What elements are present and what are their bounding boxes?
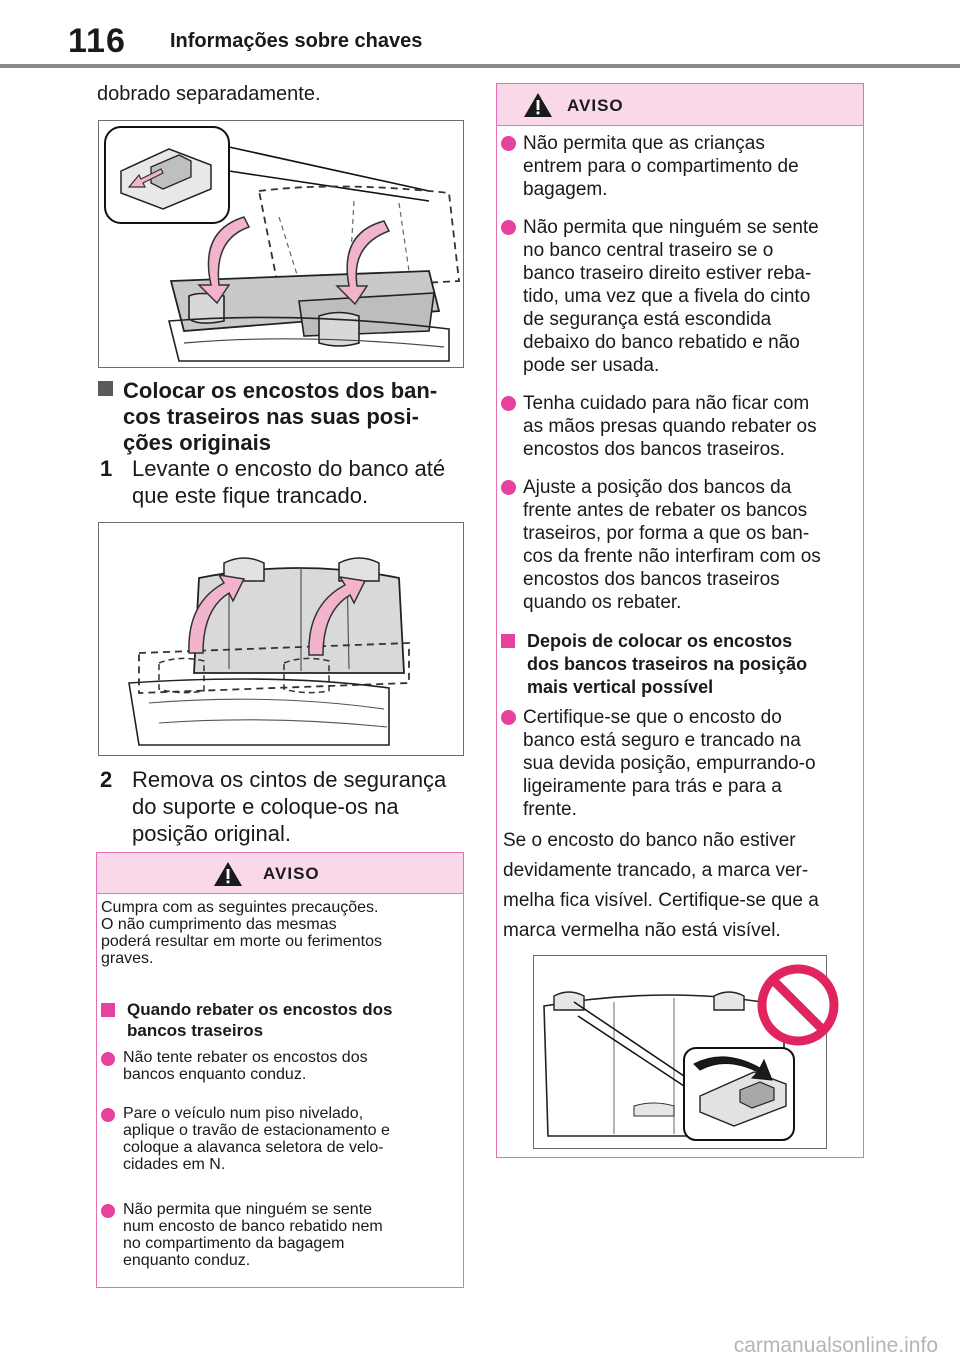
warning-subheading: Depois de colocar os encostos dos bancos…: [501, 630, 853, 700]
section-heading: Colocar os encostos dos ban- cos traseir…: [98, 378, 468, 456]
prohibition-icon: [757, 964, 839, 1046]
bullet-dot-icon: [501, 480, 516, 495]
page-title: Informações sobre chaves: [170, 30, 423, 52]
warning-bullet: Não permita que ninguém se sente no banc…: [501, 216, 853, 378]
bullet-dot-icon: [101, 1108, 115, 1122]
bullet-dot-icon: [101, 1204, 115, 1218]
warning-label: AVISO: [263, 864, 320, 883]
warning-bullet: Tenha cuidado para não ficar com as mãos…: [501, 392, 853, 462]
warning-header: AVISO: [97, 853, 463, 894]
warning-bullet: Não permita que as crianças entrem para …: [501, 132, 853, 202]
bullet-dot-icon: [501, 396, 516, 411]
section-square-icon: [98, 381, 113, 396]
warning-box-right: AVISO Não permita que as crianças entrem…: [496, 83, 864, 1158]
warning-bullet: Não permita que ninguém se sente num enc…: [101, 1201, 451, 1271]
intro-text: dobrado separadamente.: [97, 83, 321, 105]
bullet-dot-icon: [501, 136, 516, 151]
pink-square-icon: [101, 1003, 115, 1017]
warning-intro: Cumpra com as seguintes precauções. O nã…: [101, 899, 383, 967]
step-number: 2: [100, 767, 113, 792]
warning-triangle-icon: [524, 93, 552, 117]
warning-bullet: Certifique-se que o encosto do banco est…: [501, 706, 853, 822]
warning-subheading: Quando rebater os encostos dos bancos tr…: [101, 999, 451, 1043]
watermark: carmanualsonline.info: [733, 1334, 938, 1357]
bullet-dot-icon: [501, 220, 516, 235]
pink-square-icon: [501, 634, 515, 648]
warning-box-left: AVISO Cumpra com as seguintes precauções…: [96, 852, 464, 1288]
page-number: 116: [68, 22, 126, 60]
warning-label: AVISO: [567, 96, 624, 115]
step-number: 1: [100, 456, 113, 481]
header-rule: [0, 64, 960, 68]
figure-raise-seatbacks: [98, 522, 464, 756]
bullet-dot-icon: [101, 1052, 115, 1066]
step-1: 1 Levante o encosto do banco até que est…: [100, 456, 446, 508]
figure-fold-seatbacks: [98, 120, 464, 368]
warning-header: AVISO: [497, 84, 863, 126]
warning-triangle-icon: [214, 862, 242, 886]
warning-bullet: Pare o veículo num piso nivelado, apliqu…: [101, 1105, 451, 1175]
warning-paragraph: Se o encosto do banco não estiver devida…: [503, 830, 819, 941]
bullet-dot-icon: [501, 710, 516, 725]
step-2: 2 Remova os cintos de segurança do supor…: [100, 767, 447, 846]
warning-bullet: Não tente rebater os encostos dos bancos…: [101, 1049, 451, 1085]
warning-bullet: Ajuste a posição dos bancos da frente an…: [501, 476, 853, 616]
